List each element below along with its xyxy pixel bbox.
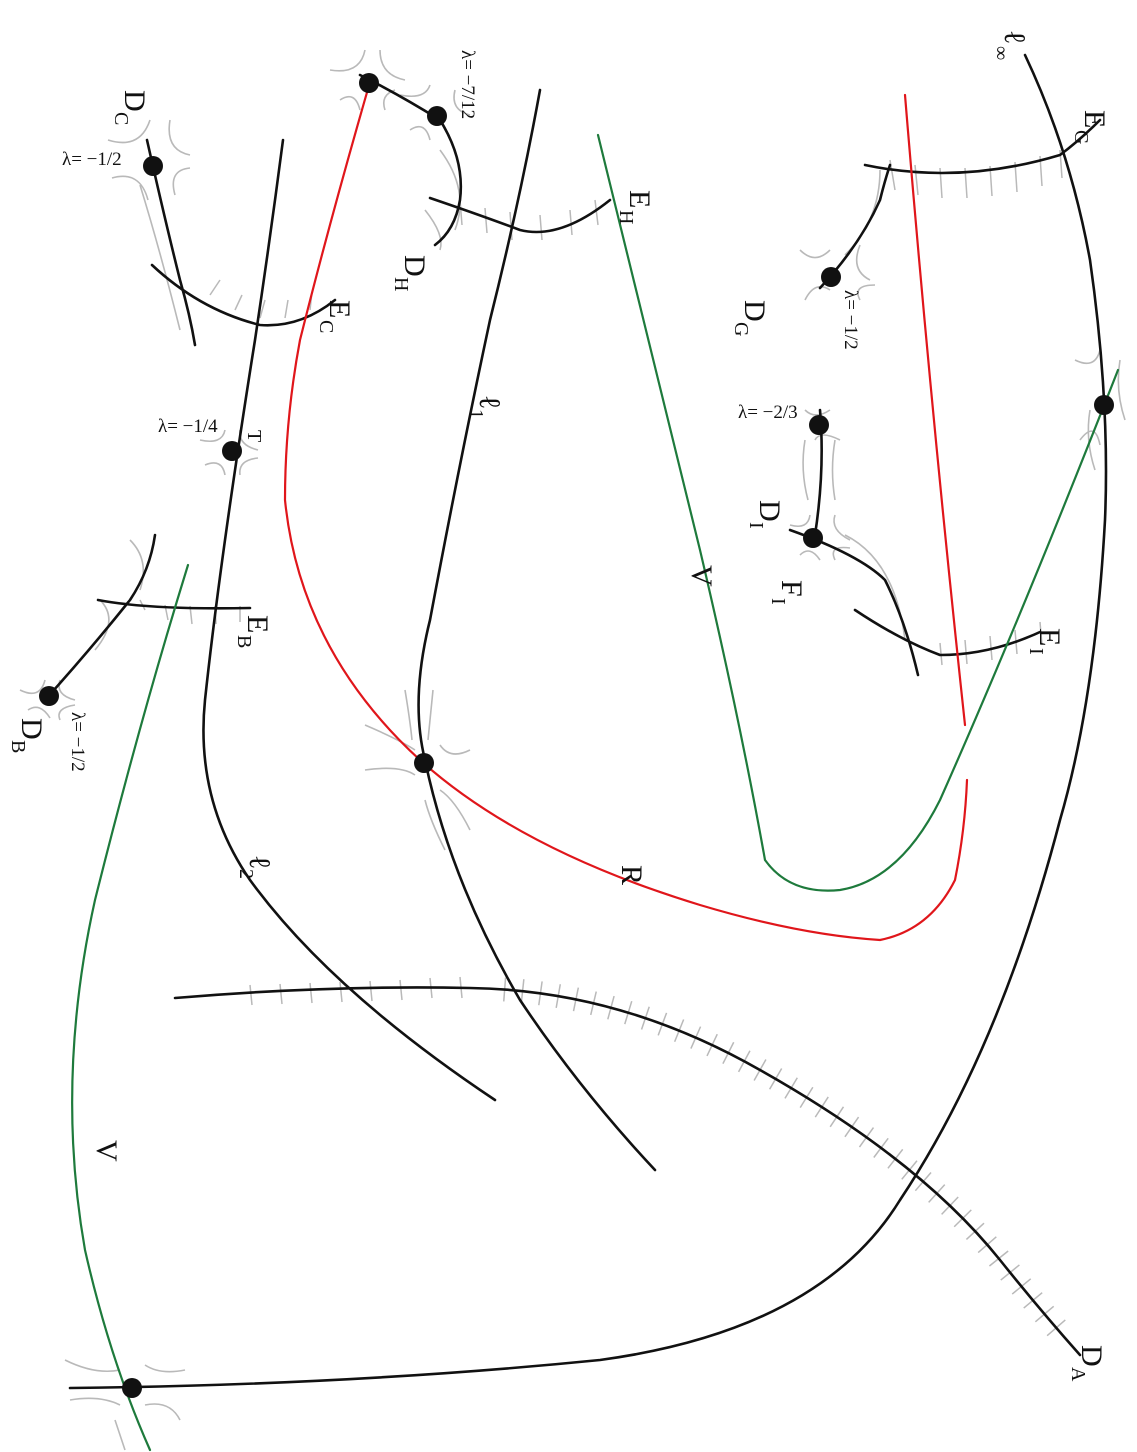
label-E-G: E xyxy=(1078,110,1111,128)
curve-V-top xyxy=(596,133,1120,892)
label-E-B: E xyxy=(241,615,274,633)
point-D-I xyxy=(803,528,823,548)
label-E-C-sub: C xyxy=(315,320,337,333)
label-D-C-sub: C xyxy=(110,112,132,125)
lambda-D-I: λ= −2/3 xyxy=(738,402,798,423)
curve-E-I xyxy=(853,608,1042,657)
lambda-D-G: λ= −1/2 xyxy=(840,290,861,350)
curve-D-G xyxy=(818,163,892,290)
label-D-A: D xyxy=(1075,1345,1108,1367)
lambda-D-C: λ= −1/2 xyxy=(62,149,122,170)
label-D-I-sub: I xyxy=(745,522,767,529)
point-D-C xyxy=(143,156,163,176)
label-F-I: F xyxy=(775,580,808,597)
curve-D-H xyxy=(358,73,463,247)
curve-l2 xyxy=(202,138,497,1102)
point-D-B xyxy=(39,686,59,706)
label-V-top: V xyxy=(685,565,718,587)
green-curves xyxy=(71,133,1120,1452)
point-V-l-inf xyxy=(122,1378,142,1398)
label-D-G: D xyxy=(738,300,771,322)
curve-D-A xyxy=(173,986,1082,1357)
curve-l1 xyxy=(417,88,657,1172)
label-l2-sub: 2 xyxy=(235,869,257,879)
point-D-G xyxy=(821,267,841,287)
point-D-H xyxy=(427,106,447,126)
point-T xyxy=(222,441,242,461)
label-D-H-sub: H xyxy=(390,277,412,291)
label-E-C: E xyxy=(323,300,356,318)
label-l2: ℓ xyxy=(243,855,276,869)
lambda-T: λ= −1/4 xyxy=(158,416,218,437)
point-top-red xyxy=(359,73,379,93)
label-D-A-sub: A xyxy=(1067,1367,1089,1382)
label-V-bottom: V xyxy=(90,1140,123,1162)
curve-E-H xyxy=(428,196,612,234)
curve-D-B xyxy=(43,533,157,702)
label-D-C: D xyxy=(118,90,151,112)
curve-V-bottom xyxy=(71,563,190,1452)
label-D-I: D xyxy=(753,500,786,522)
lambda-D-B: λ= −1/2 xyxy=(67,712,88,772)
label-E-G-sub: G xyxy=(1070,130,1092,144)
label-D-G-sub: G xyxy=(730,322,752,336)
label-D-H: D xyxy=(398,255,431,277)
curve-R xyxy=(283,73,969,942)
label-D-B-sub: B xyxy=(7,740,29,753)
label-R: R xyxy=(615,865,648,885)
curve-E-G xyxy=(863,118,1102,175)
curve-E-C xyxy=(150,263,337,327)
point-R-l1 xyxy=(414,753,434,773)
curve-D-C xyxy=(145,138,197,347)
label-l-inf-sub: ∞ xyxy=(990,46,1012,60)
red-curves xyxy=(283,73,969,942)
label-E-I-sub: I xyxy=(1025,648,1047,655)
lambda-D-H: λ= −7/12 xyxy=(457,50,478,119)
black-curves xyxy=(43,53,1108,1390)
label-F-I-sub: I xyxy=(767,598,789,605)
point-D-I-top xyxy=(809,415,829,435)
labels: ℓ ∞ E G D C λ= −7/12 λ= −1/2 E H D H xyxy=(7,30,1111,1382)
label-E-I: E xyxy=(1033,628,1066,646)
local-chart-guides xyxy=(19,49,1126,1451)
label-E-H-sub: H xyxy=(615,210,637,224)
singular-points xyxy=(39,73,1114,1398)
label-E-H: E xyxy=(623,190,656,208)
point-l-inf-V xyxy=(1094,395,1114,415)
label-l-inf: ℓ xyxy=(998,30,1031,44)
label-l1: ℓ xyxy=(473,395,506,409)
curve-l-infinity xyxy=(68,53,1108,1390)
label-E-B-sub: B xyxy=(233,635,255,648)
label-l1-sub: 1 xyxy=(465,409,487,419)
curve-E-B xyxy=(96,598,252,610)
label-D-B: D xyxy=(15,718,48,740)
curve-red-right xyxy=(903,93,967,727)
label-T: T xyxy=(243,430,265,442)
